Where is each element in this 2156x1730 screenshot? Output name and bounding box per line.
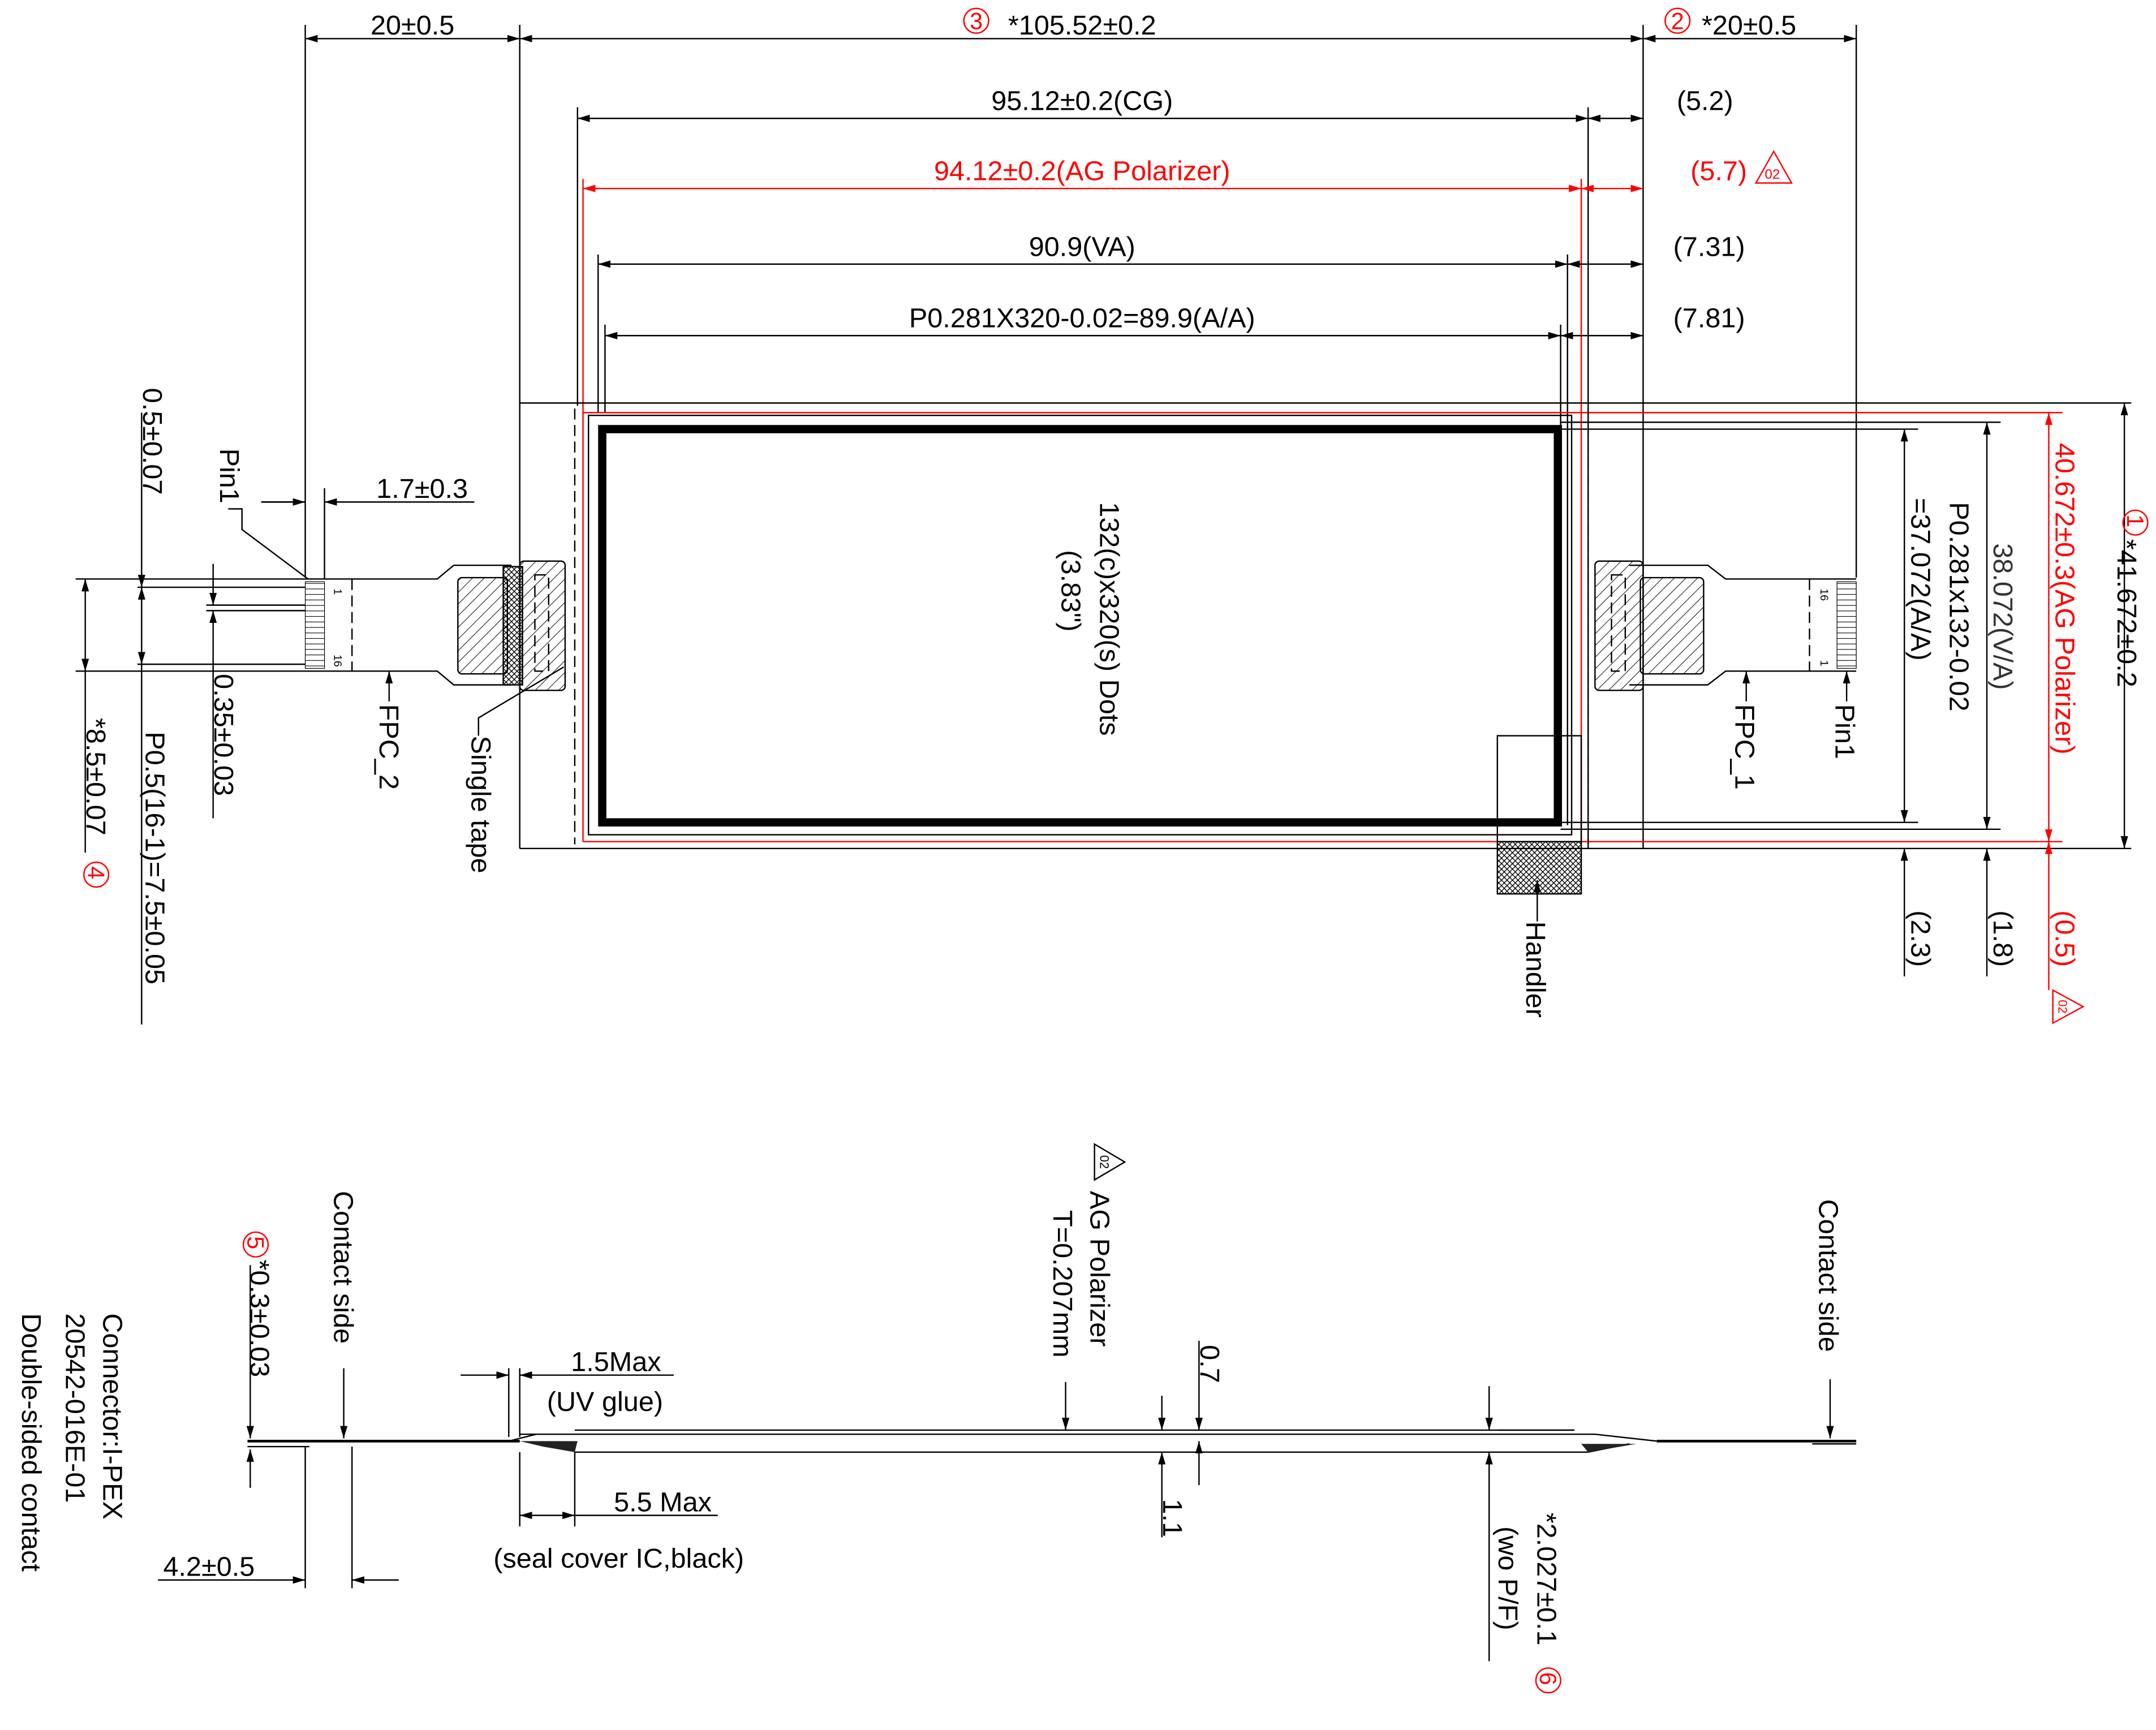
side-view: Connector:I-PEX 20542-016E-01 Double-sid… bbox=[16, 1143, 1857, 1694]
marker-circle bbox=[1664, 7, 1691, 34]
fpc-1-label: FPC_1 bbox=[1729, 704, 1759, 790]
connector-part-number: 20542-016E-01 bbox=[60, 1313, 91, 1503]
dim-aa-height-2: =37.072(A/A) bbox=[1905, 498, 1935, 661]
fpc-2-pins bbox=[304, 581, 325, 669]
revision-mark: 02 bbox=[1097, 1155, 1111, 1169]
contact-side-right: Contact side bbox=[1813, 1199, 1844, 1352]
dim-cg-width: 95.12±0.2(CG) bbox=[991, 86, 1173, 117]
revision-triangle-icon bbox=[1754, 150, 1793, 184]
dim-aa-offset: (7.81) bbox=[1673, 303, 1745, 334]
revision-mark: 02 bbox=[2055, 1000, 2069, 1013]
dim-bottom-aa: (2.3) bbox=[1905, 910, 1935, 967]
pin-last-label: 16 bbox=[1818, 588, 1830, 601]
revision-triangle-icon bbox=[2052, 989, 2085, 1025]
fpc-2-label: FPC_2 bbox=[373, 704, 404, 790]
dim-bottom-va: (1.8) bbox=[1987, 910, 2018, 967]
total-thickness: *2.027±0.1 bbox=[1531, 1513, 1561, 1646]
dim-total-height: *41.672±0.2 bbox=[2111, 539, 2142, 687]
dim-right-fpc-marker: 2 bbox=[1671, 8, 1684, 34]
fpc-thickness: *0.3±0.03 bbox=[244, 1260, 274, 1378]
dim-pin-length: 1.7±0.3 bbox=[376, 474, 468, 504]
connector-label: Connector:I-PEX bbox=[97, 1313, 127, 1520]
dim-va-width: 90.9(VA) bbox=[1029, 231, 1135, 262]
contact-side-left: Contact side bbox=[328, 1191, 359, 1344]
diagonal-label: (3.83") bbox=[1055, 550, 1086, 631]
dim-fpc-width-marker: 4 bbox=[83, 866, 109, 879]
pin-last-label: 16 bbox=[332, 655, 344, 667]
dim-aa-width: P0.281X320-0.02=89.9(A/A) bbox=[909, 303, 1255, 334]
dim-left-fpc: 20±0.5 bbox=[371, 10, 454, 41]
ag-polarizer-thickness: T=0.207mm bbox=[1047, 1210, 1078, 1358]
dim-pin-offset: 0.5±0.07 bbox=[137, 388, 167, 495]
uv-glue-dim: 1.5Max bbox=[571, 1346, 661, 1377]
dim-aa-height-1: P0.281x132-0.02 bbox=[1943, 502, 1974, 711]
pin1-label-left: Pin1 bbox=[214, 449, 244, 503]
revision-mark: 02 bbox=[1765, 167, 1780, 182]
fpc-thickness-marker: 5 bbox=[242, 1236, 268, 1249]
dim-total-width: *105.52±0.2 bbox=[1008, 10, 1156, 41]
dim-bottom-ag: (0.5) bbox=[2050, 910, 2080, 967]
marker-circle bbox=[963, 7, 989, 34]
single-tape-label: Single tape bbox=[466, 736, 496, 873]
fpc-2: 1 16 bbox=[304, 560, 566, 691]
uv-glue-label: (UV glue) bbox=[547, 1387, 663, 1417]
connector-contact-type: Double-sided contact bbox=[16, 1313, 46, 1572]
dim-right-fpc: *20±0.5 bbox=[1702, 10, 1796, 41]
handler-label: Handler bbox=[1520, 922, 1551, 1018]
dim-va-offset: (7.31) bbox=[1673, 231, 1745, 262]
ag-polarizer-label: AG Polarizer bbox=[1084, 1191, 1114, 1346]
resolution-label: 132(c)x320(s) Dots bbox=[1094, 502, 1124, 735]
glass-top-dim: 0.7 bbox=[1194, 1345, 1225, 1383]
dim-ag-offset: (5.7) bbox=[1690, 156, 1747, 187]
dim-pitch: P0.5(16-1)=7.5±0.05 bbox=[140, 731, 170, 984]
dim-total-marker: 3 bbox=[970, 8, 983, 34]
seal-label: (seal cover IC,black) bbox=[493, 1543, 744, 1574]
dim-cg-offset: (5.2) bbox=[1677, 86, 1733, 117]
contact-length: 4.2±0.5 bbox=[163, 1552, 255, 1582]
seal-dim: 5.5 Max bbox=[614, 1487, 712, 1517]
fpc-1-pins bbox=[1836, 581, 1857, 669]
dim-pin-width: 0.35±0.03 bbox=[208, 674, 239, 796]
pin-first-label: 1 bbox=[1818, 660, 1830, 666]
total-thickness-note: (wo P/F) bbox=[1492, 1526, 1523, 1630]
pin-first-label: 1 bbox=[332, 588, 344, 595]
dim-va-height: 38.072(V/A) bbox=[1987, 543, 2018, 690]
top-view: 20±0.5 3 *105.52±0.2 2 *20±0.5 95.12±0.2… bbox=[75, 7, 2149, 1025]
dim-ag-height: 40.672±0.3(AG Polarizer) bbox=[2050, 443, 2080, 755]
revision-triangle-icon bbox=[1094, 1143, 1126, 1181]
total-thickness-marker: 6 bbox=[1535, 1672, 1561, 1685]
dim-ag-width: 94.12±0.2(AG Polarizer) bbox=[934, 156, 1230, 187]
active-area-border bbox=[598, 425, 1563, 827]
dim-fpc-width: *8.5±0.07 bbox=[80, 718, 111, 836]
dim-total-height-marker: 1 bbox=[2122, 514, 2148, 527]
fpc-1: 16 1 bbox=[1594, 560, 1857, 691]
handler-tab bbox=[1496, 841, 1582, 895]
pin1-label-right: Pin1 bbox=[1830, 704, 1860, 759]
glass-total-dim: 1.1 bbox=[1157, 1499, 1187, 1537]
viewing-area-outline bbox=[588, 415, 1573, 836]
